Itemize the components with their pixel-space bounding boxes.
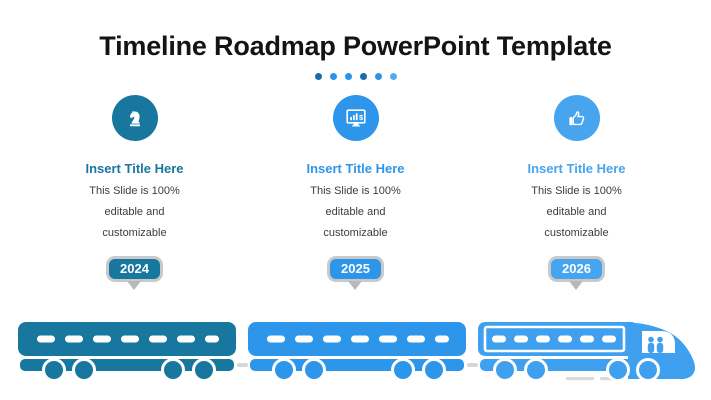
description-line: editable and bbox=[104, 206, 165, 218]
locomotive-body bbox=[478, 322, 633, 356]
coach-windows bbox=[267, 335, 449, 343]
slide-title: Timeline Roadmap PowerPoint Template bbox=[99, 31, 612, 61]
description-line: editable and bbox=[325, 206, 386, 218]
timeline-columns: Insert Title Here This Slide is 100% edi… bbox=[0, 95, 711, 290]
badge-pointer bbox=[348, 281, 363, 290]
pagination-dot bbox=[344, 73, 352, 80]
coach-wheels bbox=[272, 358, 446, 382]
monitor-analytics-dollar-icon: $ bbox=[345, 109, 366, 127]
year-badge: 2026 bbox=[548, 256, 605, 282]
svg-text:$: $ bbox=[359, 113, 364, 122]
coach-wheels bbox=[42, 358, 216, 382]
column-title: Insert Title Here bbox=[306, 161, 405, 176]
train-coupler bbox=[236, 363, 248, 367]
description-line: customizable bbox=[102, 227, 167, 239]
milestone-icon-circle: $ bbox=[332, 95, 379, 141]
locomotive-chassis bbox=[480, 359, 640, 371]
description-line: editable and bbox=[546, 206, 607, 218]
pagination-dot bbox=[329, 73, 337, 80]
pagination-dot bbox=[314, 73, 322, 80]
description-line: customizable bbox=[323, 227, 388, 239]
milestone-icon-circle bbox=[111, 95, 158, 141]
description-line: This Slide is 100% bbox=[531, 185, 622, 197]
year-badge: 2025 bbox=[327, 256, 384, 282]
driver-figures bbox=[647, 336, 664, 353]
column-description: This Slide is 100% editable and customiz… bbox=[310, 181, 401, 244]
locomotive-wheels bbox=[493, 358, 660, 382]
timeline-column-2026: Insert Title Here This Slide is 100% edi… bbox=[466, 95, 687, 290]
year-callout-2025: 2025 bbox=[327, 256, 384, 290]
thumbs-up-icon bbox=[569, 110, 585, 125]
pagination-dot bbox=[374, 73, 382, 80]
description-line: This Slide is 100% bbox=[89, 185, 180, 197]
locomotive-windows bbox=[492, 335, 616, 343]
train-coupler bbox=[466, 363, 478, 367]
badge-pointer bbox=[569, 281, 584, 290]
pagination-dots bbox=[0, 73, 711, 80]
train-graphic bbox=[18, 322, 696, 384]
train-locomotive-2026 bbox=[478, 322, 695, 382]
train-coach-2025 bbox=[248, 322, 466, 382]
timeline-column-2025: $ Insert Title Here This Slide is 100% e… bbox=[245, 95, 466, 290]
window-panel-frame bbox=[483, 325, 626, 353]
train-coach-2024 bbox=[18, 322, 236, 382]
column-title: Insert Title Here bbox=[85, 161, 184, 176]
year-callout-2026: 2026 bbox=[548, 256, 605, 290]
year-badge: 2024 bbox=[106, 256, 163, 282]
description-line: customizable bbox=[544, 227, 609, 239]
milestone-icon-circle bbox=[553, 95, 600, 141]
chess-knight-icon bbox=[129, 110, 140, 127]
timeline-column-2024: Insert Title Here This Slide is 100% edi… bbox=[24, 95, 245, 290]
column-description: This Slide is 100% editable and customiz… bbox=[89, 181, 180, 244]
pagination-dot bbox=[359, 73, 367, 80]
column-description: This Slide is 100% editable and customiz… bbox=[531, 181, 622, 244]
year-callout-2024: 2024 bbox=[106, 256, 163, 290]
undercarriage-detail bbox=[566, 377, 594, 381]
badge-pointer bbox=[127, 281, 142, 290]
coach-windows bbox=[37, 335, 219, 343]
pagination-dot bbox=[389, 73, 397, 80]
column-title: Insert Title Here bbox=[527, 161, 626, 176]
description-line: This Slide is 100% bbox=[310, 185, 401, 197]
